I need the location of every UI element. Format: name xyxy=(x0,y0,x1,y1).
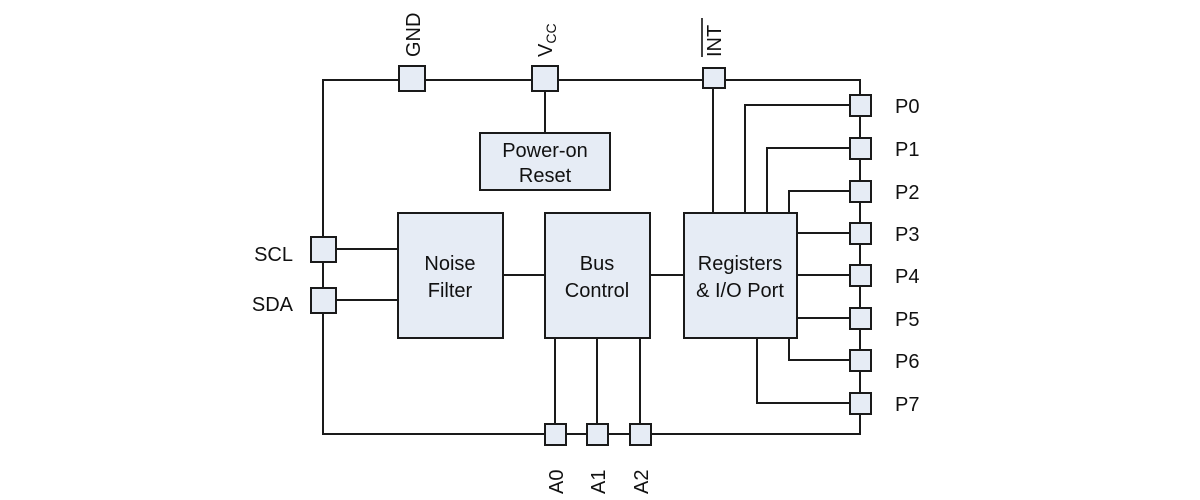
p1-label: P1 xyxy=(895,139,919,161)
p2-pin xyxy=(849,180,872,203)
sda-label: SDA xyxy=(252,294,294,316)
noise-filter-line1: Noise xyxy=(424,253,475,275)
noise-filter-block: Noise Filter xyxy=(397,212,504,339)
int-pin xyxy=(702,67,726,89)
p4-pin xyxy=(849,264,872,287)
bus-control-block: Bus Control xyxy=(544,212,651,339)
power-on-reset-line1: Power-on xyxy=(502,140,588,162)
p0-label: P0 xyxy=(895,96,919,118)
int-label: INT xyxy=(704,25,726,57)
sda-pin xyxy=(310,287,337,314)
vcc-label-main: V xyxy=(535,43,557,57)
p6-wire xyxy=(788,338,860,361)
p4-label: P4 xyxy=(895,266,919,288)
a1-pin xyxy=(586,423,609,446)
registers-line1: Registers xyxy=(698,253,782,275)
a2-pin xyxy=(629,423,652,446)
vcc-label: VCC xyxy=(535,23,559,57)
p3-label: P3 xyxy=(895,224,919,246)
p2-label: P2 xyxy=(895,182,919,204)
scl-label: SCL xyxy=(254,244,293,266)
a0-pin xyxy=(544,423,567,446)
p2-wire xyxy=(788,190,860,213)
scl-pin xyxy=(310,236,337,263)
gnd-label: GND xyxy=(403,13,425,57)
a0-label: A0 xyxy=(546,470,568,494)
p6-pin xyxy=(849,349,872,372)
registers-io-port-block: Registers & I/O Port xyxy=(683,212,798,339)
registers-line2: & I/O Port xyxy=(696,280,784,302)
p7-pin xyxy=(849,392,872,415)
a1-label: A1 xyxy=(588,470,610,494)
power-on-reset-block: Power-on Reset xyxy=(479,132,611,191)
p1-wire xyxy=(766,147,860,213)
p7-label: P7 xyxy=(895,394,919,416)
p5-label: P5 xyxy=(895,309,919,331)
p1-pin xyxy=(849,137,872,160)
p7-wire xyxy=(756,338,860,404)
a2-label: A2 xyxy=(631,470,653,494)
p0-wire xyxy=(744,104,860,213)
vcc-pin xyxy=(531,65,559,92)
power-on-reset-line2: Reset xyxy=(519,165,572,187)
gnd-pin xyxy=(398,65,426,92)
noise-filter-line2: Filter xyxy=(428,280,473,302)
p6-label: P6 xyxy=(895,351,919,373)
p3-pin xyxy=(849,222,872,245)
vcc-label-sub: CC xyxy=(543,23,559,43)
bus-control-line1: Bus xyxy=(580,253,614,275)
p0-pin xyxy=(849,94,872,117)
bus-control-line2: Control xyxy=(565,280,629,302)
p5-pin xyxy=(849,307,872,330)
